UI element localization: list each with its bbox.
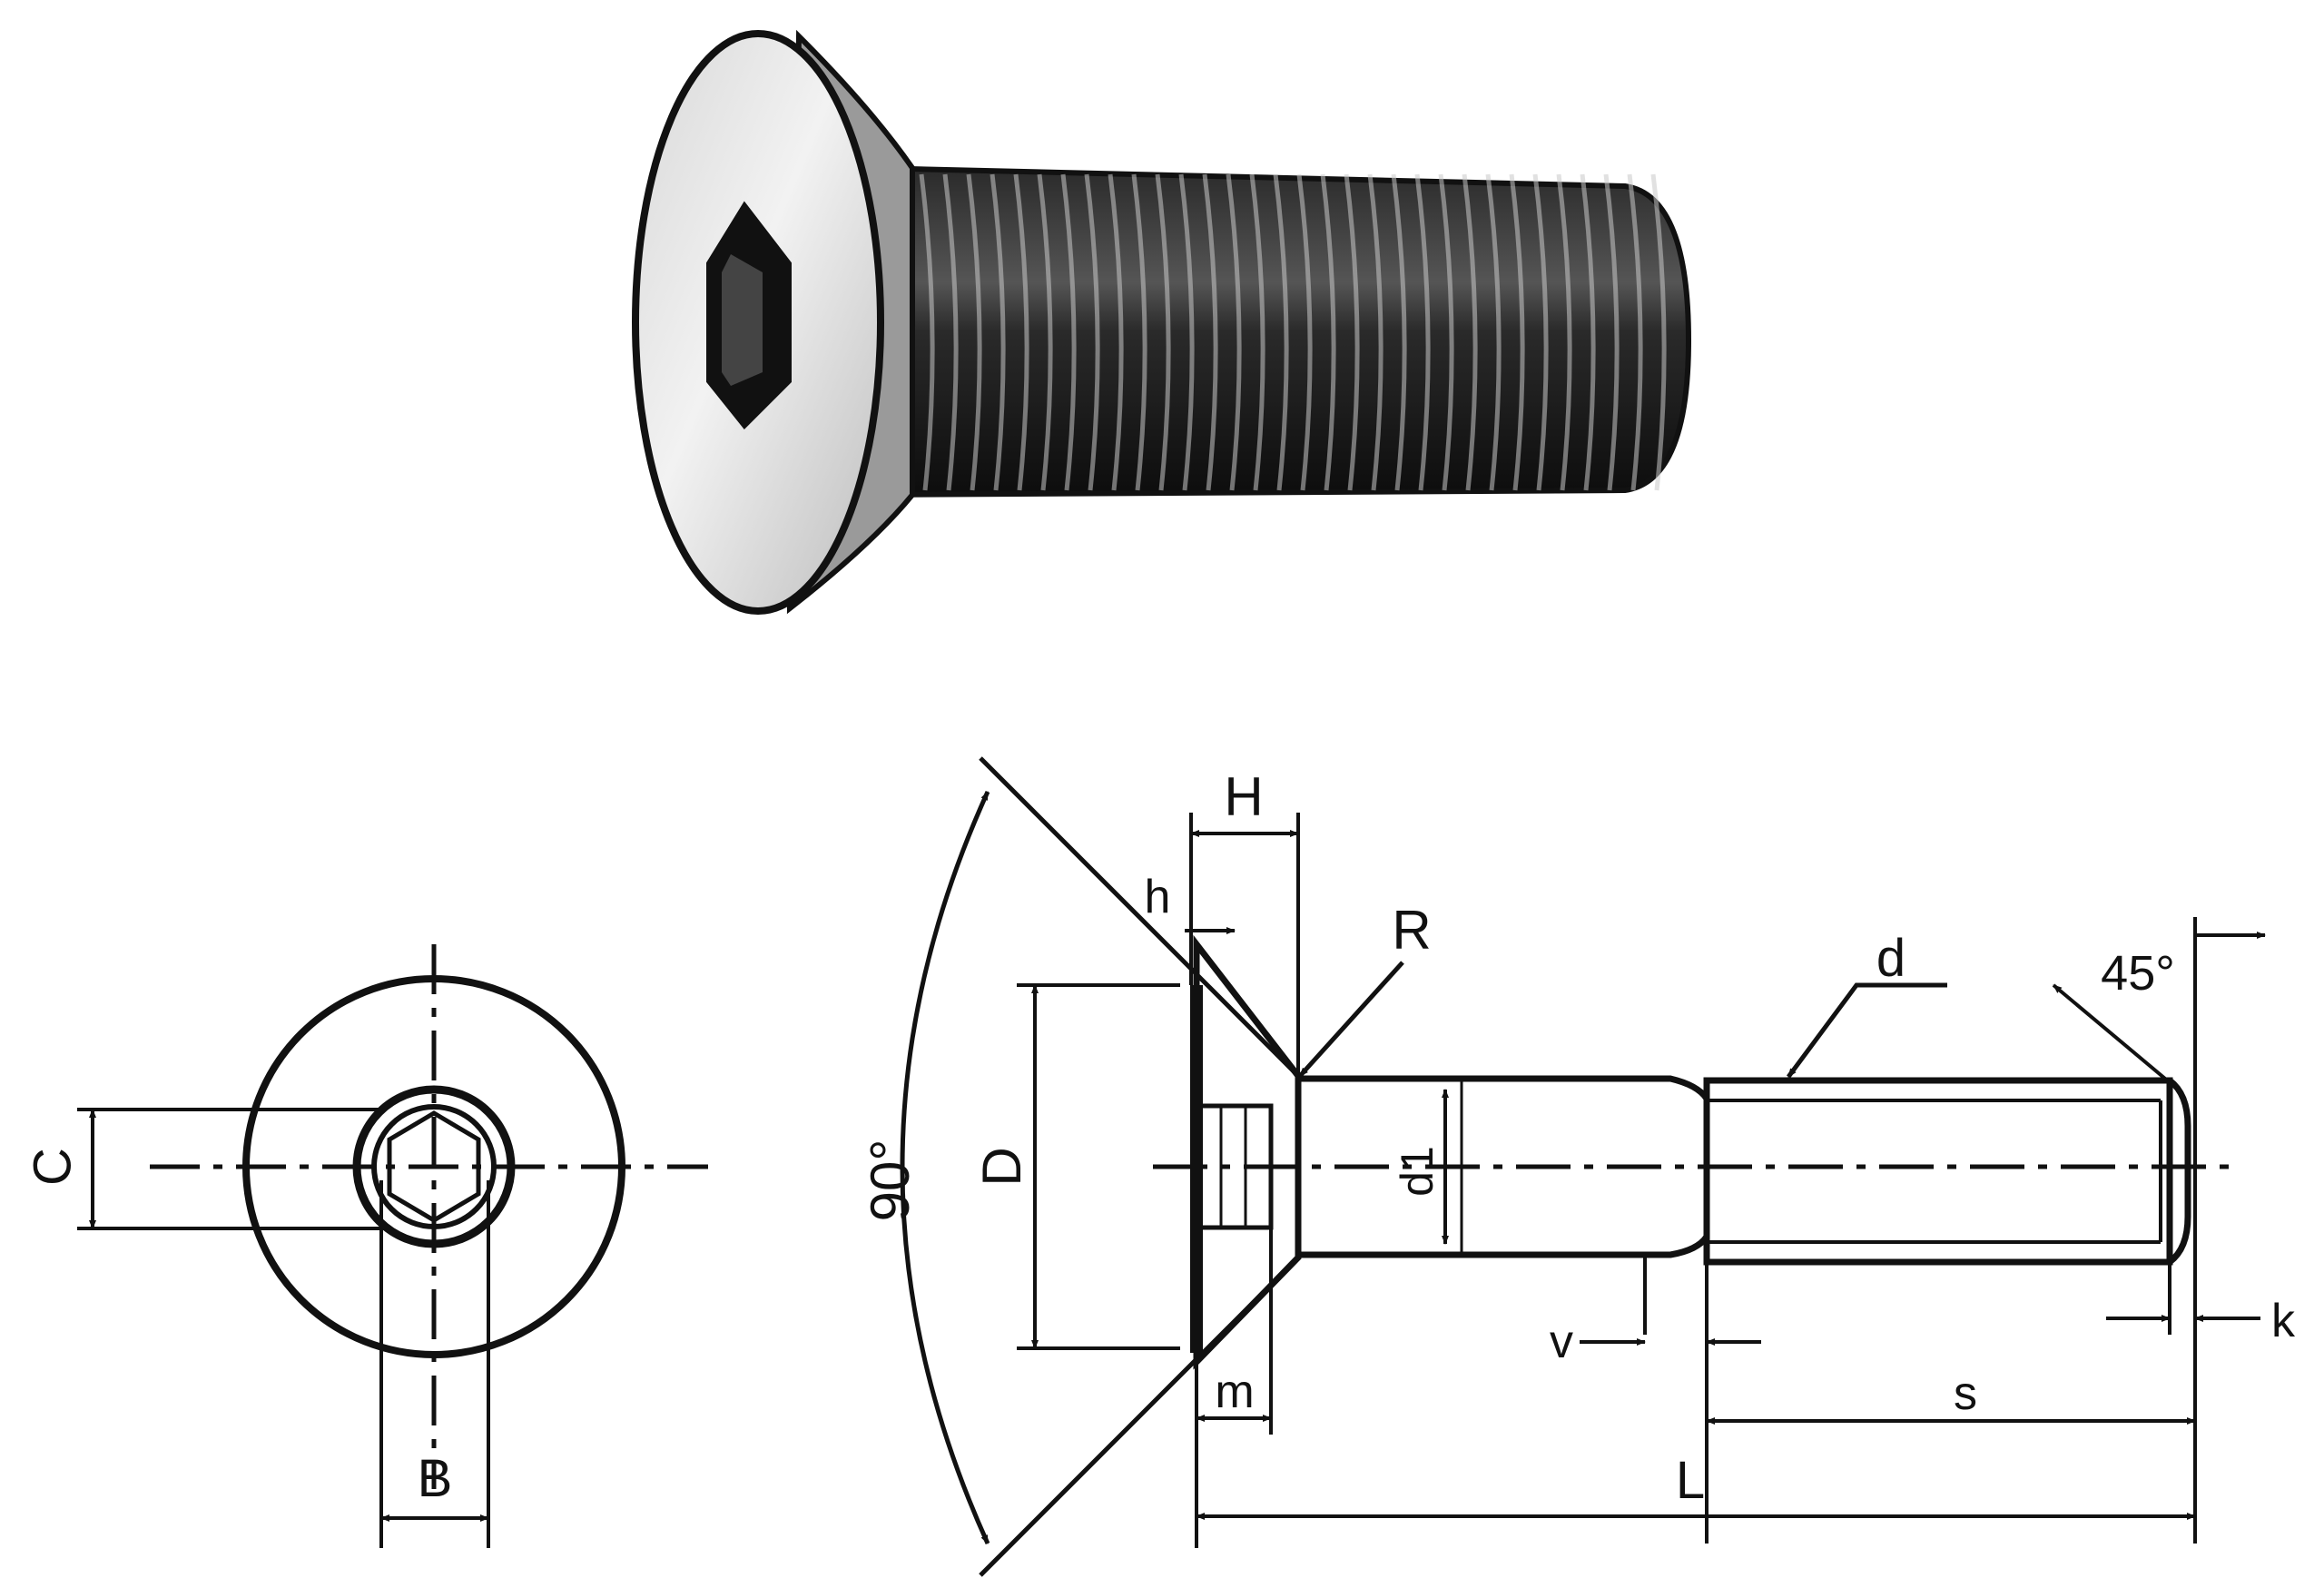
angle-90-arc <box>900 790 990 1545</box>
thread-ridge <box>1603 173 1620 491</box>
hex-socket-countersunk-screw-icon <box>632 29 1692 615</box>
thread-ridge <box>1414 173 1431 491</box>
b-label: B <box>418 1449 453 1508</box>
thread-ridge <box>1108 173 1124 491</box>
thread-ridge <box>942 173 959 491</box>
thread-ridge <box>1580 173 1596 491</box>
thread-ridge <box>1556 173 1572 491</box>
L-label: L <box>1676 1451 1705 1510</box>
end-view: C B <box>23 944 708 1548</box>
thread-ridge <box>1060 173 1077 491</box>
thread-ridge <box>1202 173 1218 491</box>
thread-ridge <box>1438 173 1454 491</box>
h-label: h <box>1145 871 1171 923</box>
thread-ridge <box>1226 173 1242 491</box>
side-view: 90° D H h R d 45° d1 v <box>860 756 2296 1577</box>
d-leader <box>1786 982 1947 1079</box>
thread-ridge <box>1532 173 1549 491</box>
c-label: C <box>23 1148 82 1186</box>
thread-ridge <box>1650 173 1667 491</box>
s-label: s <box>1954 1367 1977 1420</box>
thread-ridge <box>1084 173 1100 491</box>
thread-ridge <box>1249 173 1265 491</box>
thread-ridge <box>1320 173 1336 491</box>
thread-ridge <box>966 173 982 491</box>
D-label: D <box>971 1147 1032 1186</box>
thread-ridge <box>1485 173 1502 491</box>
H-label: H <box>1224 766 1263 827</box>
thread-ridge <box>1391 173 1407 491</box>
thread-chamfer <box>2167 1078 2191 1265</box>
thread-ridge <box>1627 173 1643 491</box>
angle-90-label: 90° <box>860 1139 921 1222</box>
thread-ridge <box>1155 173 1171 491</box>
thread-ridge <box>990 173 1006 491</box>
socket-outline <box>1196 1103 1274 1230</box>
R-leader <box>1298 961 1404 1078</box>
angle-45-leader <box>2052 983 2167 1080</box>
v-label: v <box>1550 1316 1573 1368</box>
angle-45-label: 45° <box>2101 946 2175 1001</box>
R-label: R <box>1392 900 1431 961</box>
d1-label: d1 <box>1392 1146 1443 1197</box>
thread-ridge <box>1462 173 1478 491</box>
thread-ridge <box>1273 173 1289 491</box>
m-label: m <box>1215 1366 1254 1418</box>
thread-ridge <box>1037 173 1053 491</box>
thread-ridge <box>1344 173 1360 491</box>
thread-ridge <box>919 173 935 491</box>
k-label: k <box>2271 1295 2296 1347</box>
thread-ridge <box>1131 173 1147 491</box>
screw-threads <box>919 173 1667 491</box>
d-label: d <box>1876 929 1905 988</box>
head-cone-outline <box>1193 934 1302 1370</box>
thread-section <box>1703 1077 2173 1266</box>
thread-ridge <box>1296 173 1313 491</box>
thread-ridge <box>1367 173 1384 491</box>
thread-ridge <box>1178 173 1195 491</box>
thread-ridge <box>1013 173 1029 491</box>
thread-ridge <box>1509 173 1525 491</box>
